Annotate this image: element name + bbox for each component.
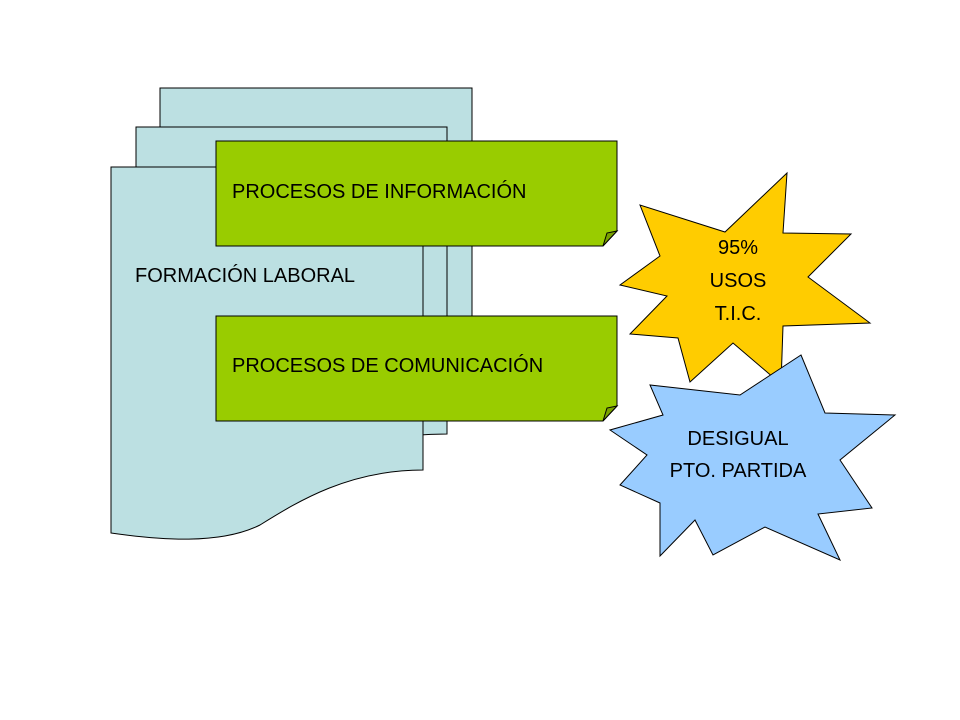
star-tic-line-1: 95% <box>718 237 758 259</box>
folded-corner <box>602 405 619 422</box>
star-desigual-line-2: PTO. PARTIDA <box>670 460 807 482</box>
star-desigual-line-1: DESIGUAL <box>687 428 788 450</box>
star-tic: 95% USOS T.I.C. <box>618 171 872 386</box>
star-tic-line-3: T.I.C. <box>715 303 762 325</box>
star-tic-line-2: USOS <box>710 270 767 292</box>
document-stack-label: FORMACIÓN LABORAL <box>135 264 355 287</box>
star-tic-shape <box>618 171 872 386</box>
process-box-label: PROCESOS DE COMUNICACIÓN <box>232 354 543 377</box>
process-box-label: PROCESOS DE INFORMACIÓN <box>232 180 526 203</box>
star-desigual-shape <box>608 354 897 562</box>
folded-corner <box>602 230 619 247</box>
star-desigual: DESIGUAL PTO. PARTIDA <box>608 354 897 562</box>
process-box-comunicacion: PROCESOS DE COMUNICACIÓN <box>215 315 619 422</box>
process-box-informacion: PROCESOS DE INFORMACIÓN <box>215 140 619 247</box>
